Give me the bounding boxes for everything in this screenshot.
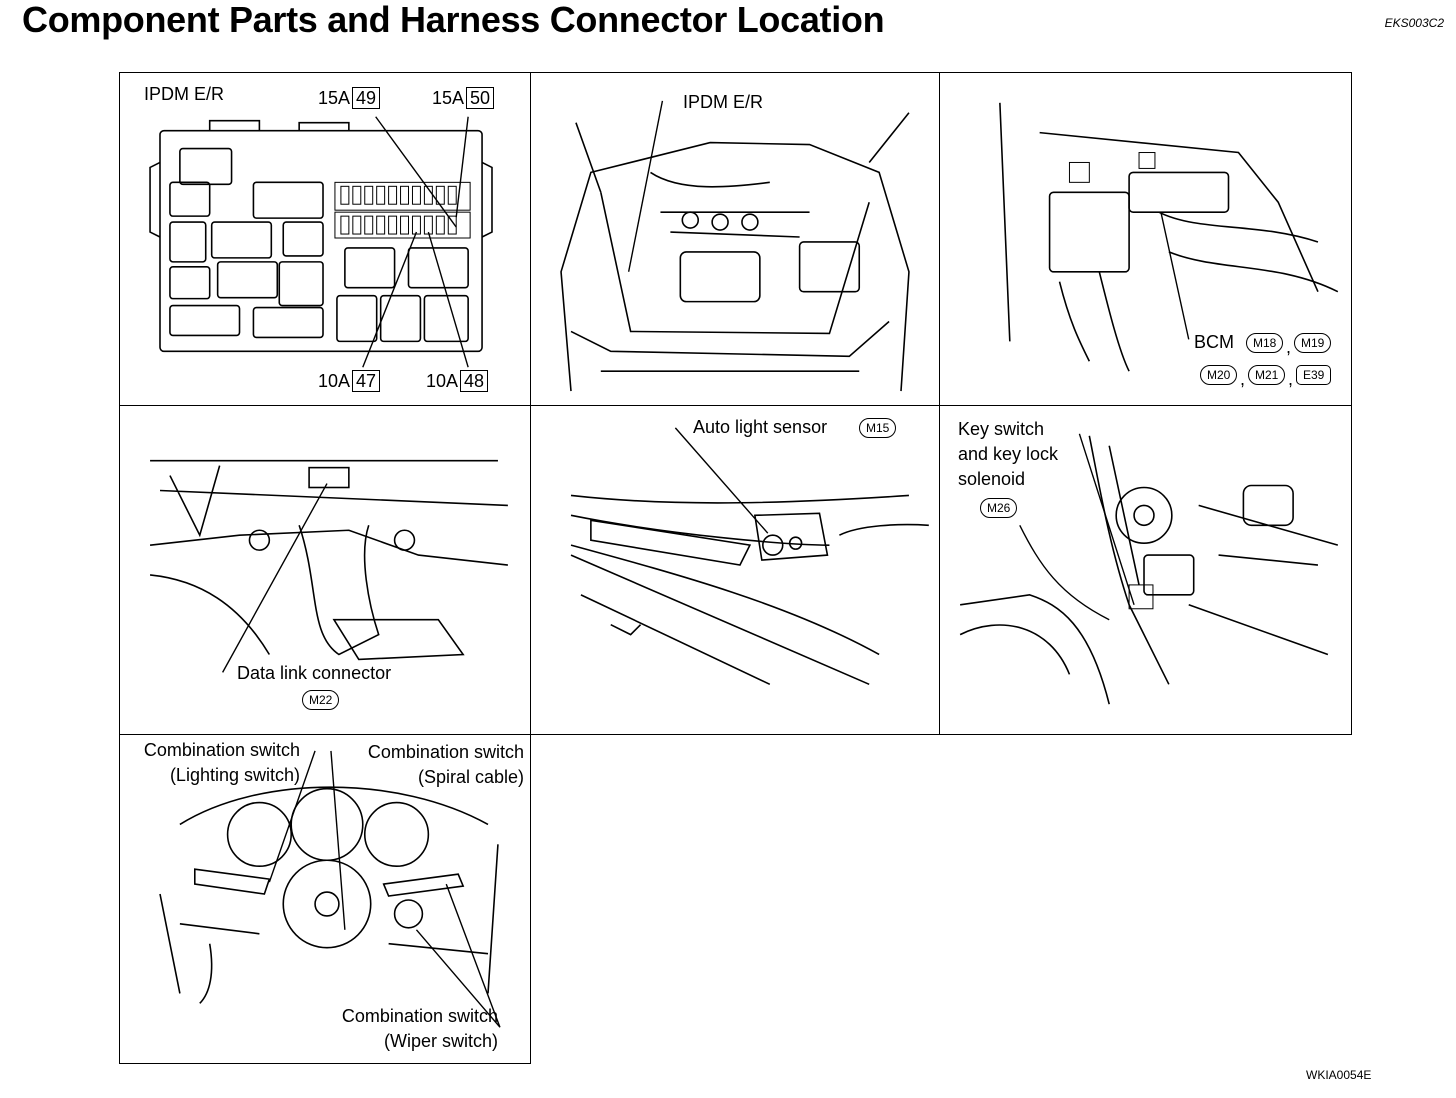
ipdm-title: IPDM E/R (144, 84, 225, 104)
comma-separator: , (1286, 337, 1292, 357)
bcm-label: BCM (1194, 332, 1234, 352)
steering-column-drawing (959, 433, 1339, 705)
ipdm-engine-label: IPDM E/R (683, 92, 764, 112)
connector-m22: M22 (302, 690, 340, 710)
wiper-switch-line-1: Combination switch (341, 1006, 498, 1026)
data-link-label: Data link connector (237, 663, 392, 683)
document-code: EKS003C2 (1384, 16, 1444, 30)
connector-m15: M15 (859, 418, 897, 438)
spiral-cable-line-2: (Spiral cable) (417, 767, 524, 787)
connector-m20: M20 (1200, 365, 1238, 385)
panel-light-sensor: Auto light sensor M15 (530, 405, 940, 735)
panel-key-switch: Key switch and key lock solenoid M26 (939, 405, 1352, 735)
comma-separator: , (1288, 369, 1294, 389)
fuse-box-drawing (149, 116, 493, 368)
connector-m26: M26 (980, 498, 1018, 518)
page-title: Component Parts and Harness Connector Lo… (22, 0, 885, 40)
panel-data-link: Data link connector M22 (119, 405, 531, 735)
figure-code: WKIA0054E (1306, 1068, 1372, 1082)
lighting-switch-line-1: Combination switch (143, 740, 300, 760)
connector-m19: M19 (1294, 333, 1332, 353)
lighting-switch-line-2: (Lighting switch) (169, 765, 300, 785)
connector-m21: M21 (1248, 365, 1286, 385)
key-switch-label-line-2: and key lock (958, 444, 1059, 464)
instrument-cluster-drawing (159, 750, 501, 1028)
dashboard-drawing (149, 459, 508, 673)
connector-m18: M18 (1246, 333, 1284, 353)
connector-e39: E39 (1296, 365, 1332, 385)
key-switch-label-line-3: solenoid (958, 469, 1026, 489)
panel-bcm: BCM M18 , M19 M20 , M21 , E39 (939, 72, 1352, 406)
dashboard-drawing (999, 102, 1339, 372)
key-switch-label-line-1: Key switch (958, 419, 1045, 439)
comma-separator: , (1240, 369, 1246, 389)
windshield-drawing (570, 427, 929, 686)
panel-engine-room: IPDM E/R (530, 72, 940, 406)
engine-room-drawing (560, 100, 910, 392)
spiral-cable-line-1: Combination switch (367, 742, 524, 762)
light-sensor-label: Auto light sensor (693, 417, 828, 437)
wiper-switch-line-2: (Wiper switch) (383, 1031, 498, 1051)
panel-combination-switch: Combination switch (Lighting switch) Com… (119, 734, 531, 1064)
